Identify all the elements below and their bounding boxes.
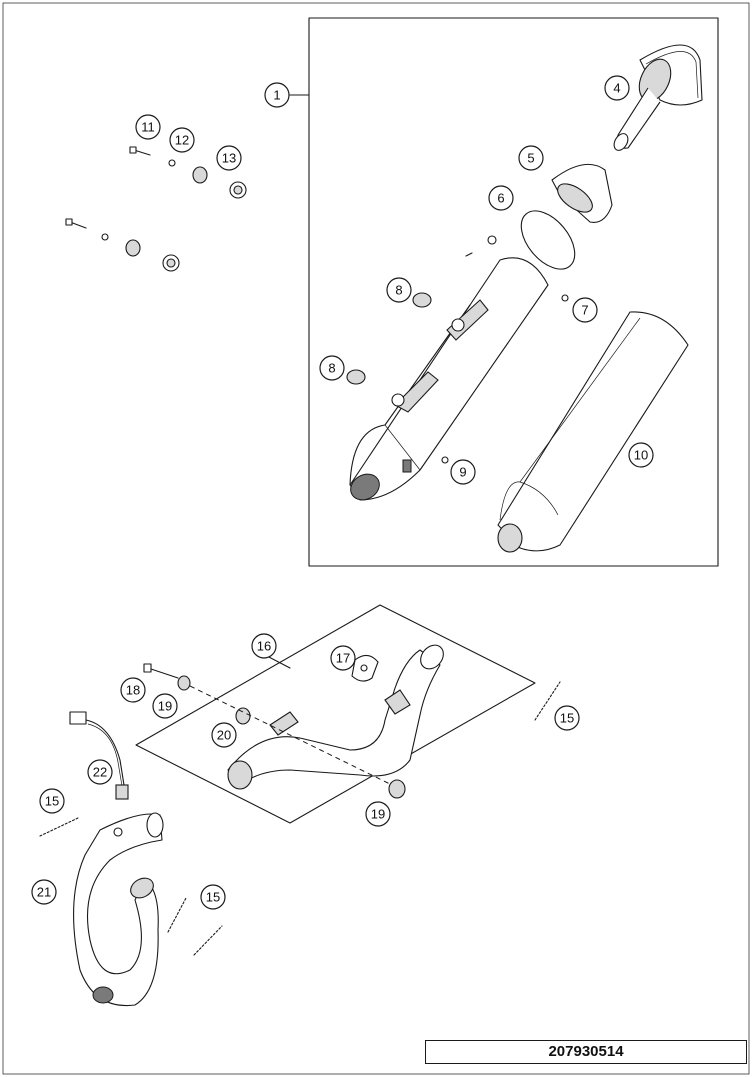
- clamp-part: [351, 654, 379, 682]
- callout-label: 19: [158, 699, 172, 714]
- callout-label: 12: [175, 133, 189, 148]
- callout: 12: [169, 127, 195, 153]
- outer-sleeve-part: [497, 311, 689, 553]
- callout-label: 15: [560, 711, 574, 726]
- callout: 17: [330, 645, 356, 671]
- callout-label: 22: [93, 765, 107, 780]
- callout: 9: [450, 459, 476, 485]
- silencer-body-part: [349, 257, 549, 501]
- callout-label: 8: [395, 283, 402, 298]
- callout: 7: [572, 297, 598, 323]
- callout: 5: [518, 145, 544, 171]
- callout: 11: [135, 114, 161, 140]
- mounting-hardware-set-2: [65, 218, 180, 272]
- spring-part: [39, 681, 561, 956]
- callout-label: 10: [634, 448, 648, 463]
- silencer-assembly-frame: [308, 17, 719, 567]
- callout-label: 21: [37, 885, 51, 900]
- mid-pipe-group-frame: [135, 604, 536, 824]
- callout: 6: [488, 185, 514, 211]
- callout: 10: [628, 442, 654, 468]
- callout-label: 20: [217, 728, 231, 743]
- callout: 4: [604, 75, 630, 101]
- callout-label: 11: [141, 120, 155, 135]
- callout-label: 1: [273, 88, 280, 103]
- callout-label: 6: [497, 191, 504, 206]
- callout-label: 17: [336, 651, 350, 666]
- gasket-ring-part: [520, 210, 576, 270]
- callout: 15: [554, 705, 580, 731]
- callout: 15: [39, 788, 65, 814]
- callout: 22: [87, 759, 113, 785]
- callout: 19: [152, 693, 178, 719]
- callout: 21: [31, 879, 57, 905]
- sensor-cable-part: [69, 711, 129, 800]
- callout-label: 15: [45, 794, 59, 809]
- bolt-washer-parts: [143, 663, 406, 799]
- assembly-axis-line: [189, 685, 393, 786]
- callout-label: 15: [206, 890, 220, 905]
- callout-label: 8: [328, 361, 335, 376]
- callout: 8: [319, 355, 345, 381]
- callout: 8: [386, 277, 412, 303]
- end-cap-part: [613, 44, 703, 151]
- callout: 16: [251, 633, 277, 659]
- mounting-hardware-set-1: [129, 146, 247, 199]
- callout: 18: [120, 677, 146, 703]
- callout-label: 4: [613, 81, 620, 96]
- callout: 15: [200, 884, 226, 910]
- callout: 13: [216, 145, 242, 171]
- screw-parts: [441, 235, 569, 464]
- callout: 1: [264, 82, 290, 108]
- callout-label: 5: [527, 151, 534, 166]
- document-number: 207930514: [425, 1040, 747, 1064]
- rubber-grommet-part: [346, 292, 432, 385]
- header-pipe-part: [73, 812, 164, 1007]
- callout-label: 19: [371, 807, 385, 822]
- callout-label: 7: [581, 303, 588, 318]
- callout: 20: [211, 722, 237, 748]
- callout-label: 13: [222, 151, 236, 166]
- cap-cover-part: [551, 163, 613, 223]
- mid-pipe-part: [227, 644, 444, 790]
- callout-label: 16: [257, 639, 271, 654]
- callout-label: 9: [459, 465, 466, 480]
- callout: 19: [365, 801, 391, 827]
- callout-label: 18: [126, 683, 140, 698]
